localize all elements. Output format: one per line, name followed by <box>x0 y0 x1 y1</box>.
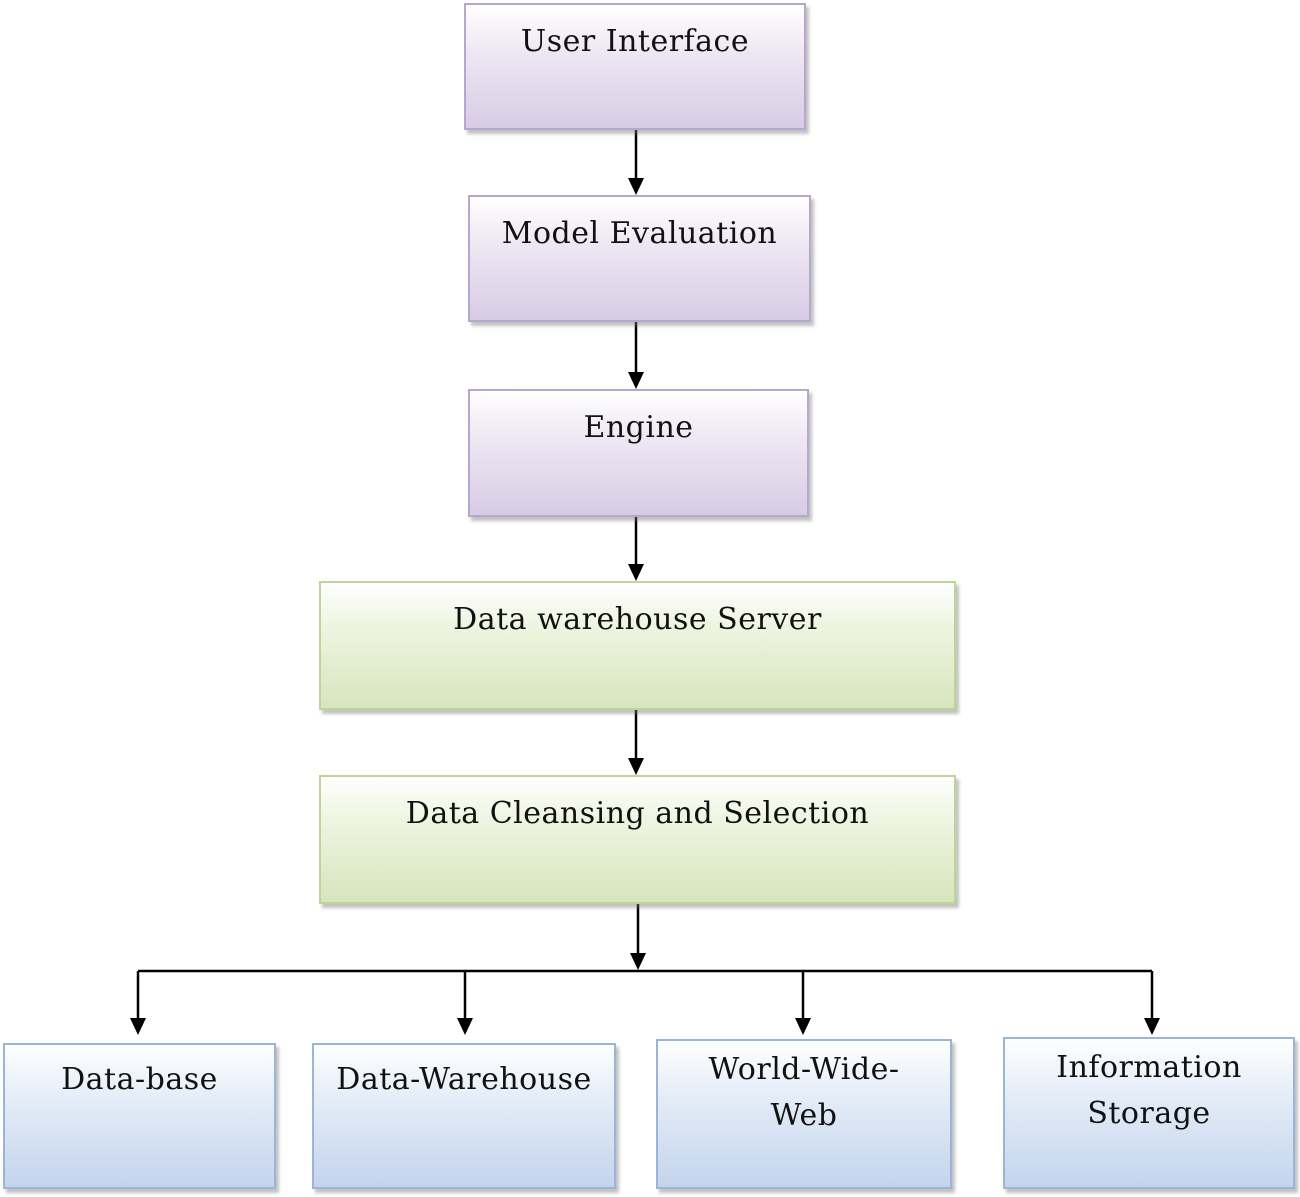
data-warehouse-server-box: Data warehouse Server <box>319 581 956 710</box>
data-warehouse-box: Data-Warehouse <box>312 1043 616 1189</box>
arrowhead-database <box>130 1018 146 1035</box>
database-box: Data-base <box>3 1043 276 1189</box>
arrowhead-cleansing <box>628 758 644 775</box>
database-label: Data-base <box>61 1062 218 1097</box>
arrowhead-server <box>628 564 644 581</box>
engine-box: Engine <box>468 389 809 517</box>
world-wide-web-box: World-Wide- Web <box>656 1039 952 1189</box>
information-storage-box: Information Storage <box>1003 1037 1295 1189</box>
arrowhead-bus <box>630 953 646 970</box>
arrowhead-engine <box>628 372 644 389</box>
data-warehouse-label: Data-Warehouse <box>336 1062 592 1097</box>
user-interface-box: User Interface <box>464 3 806 130</box>
model-evaluation-label: Model Evaluation <box>501 216 778 251</box>
world-wide-web-label: World-Wide- Web <box>708 1052 900 1133</box>
arrowhead-information-storage <box>1144 1018 1160 1035</box>
information-storage-label: Information Storage <box>1056 1050 1242 1131</box>
data-warehouse-server-label: Data warehouse Server <box>453 602 822 637</box>
model-evaluation-box: Model Evaluation <box>468 195 811 322</box>
data-cleansing-box: Data Cleansing and Selection <box>319 775 956 904</box>
arrowhead-model <box>628 178 644 195</box>
engine-label: Engine <box>583 410 694 445</box>
user-interface-label: User Interface <box>520 24 750 59</box>
arrowhead-www <box>795 1018 811 1035</box>
arrowhead-data-warehouse <box>457 1018 473 1035</box>
data-cleansing-label: Data Cleansing and Selection <box>405 796 870 831</box>
